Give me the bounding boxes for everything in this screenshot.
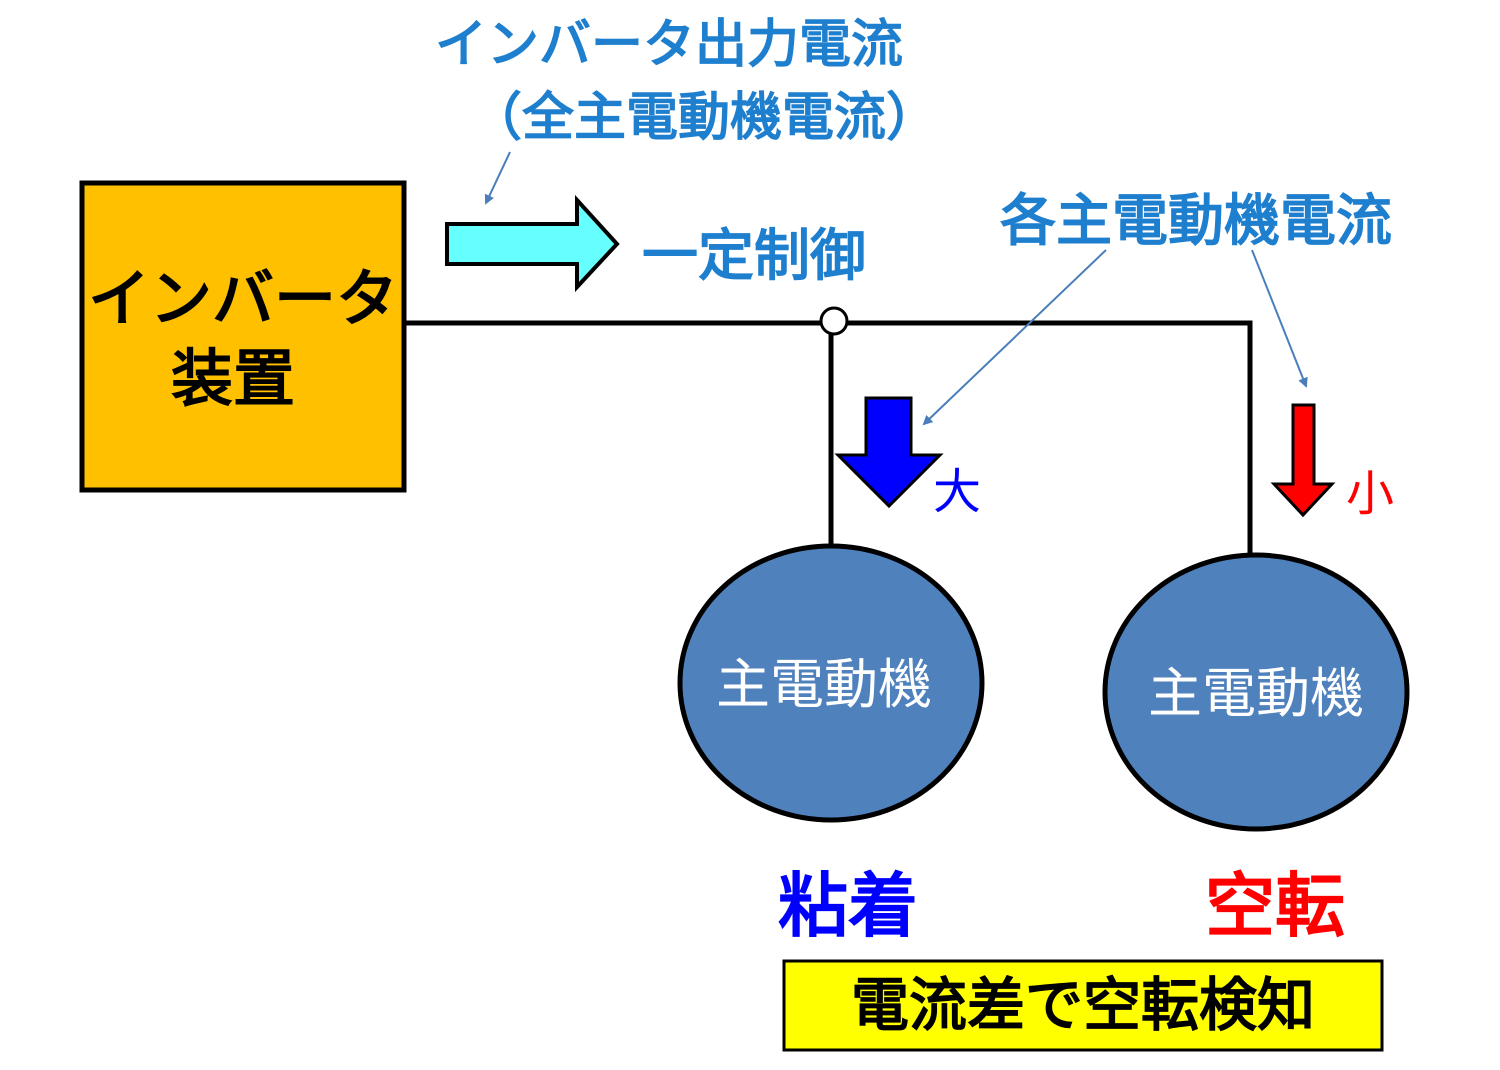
inverter-label-line1: インバータ (88, 262, 398, 335)
motor-right-label: 主電動機 (1148, 662, 1364, 725)
output-flow-arrow (445, 194, 620, 293)
slip-label: 空転 (1205, 865, 1345, 947)
inverter-box (79, 180, 407, 493)
inverter-label-line2: 装置 (171, 342, 295, 415)
each-current-pointer-right (1251, 249, 1308, 388)
each-motor-current-label: 各主電動機電流 (1000, 189, 1392, 254)
junction-node (819, 306, 849, 336)
motor-left (677, 543, 985, 823)
slip-detection-box (782, 959, 1384, 1052)
each-current-pointer-left (922, 249, 1107, 426)
slip-detection-label: 電流差で空転検知 (851, 971, 1315, 1039)
motor-right (1102, 552, 1410, 832)
constant-control-label: 一定制御 (642, 224, 866, 289)
adhesion-label: 粘着 (778, 865, 918, 947)
output-current-label: インバータ出力電流 (435, 15, 903, 75)
main-bus-wire (404, 320, 1253, 555)
small-current-label: 小 (1346, 466, 1394, 522)
motor-left-label: 主電動機 (716, 653, 932, 716)
output-label-pointer (484, 151, 511, 205)
output-current-sublabel: （全主電動機電流） (470, 88, 938, 148)
large-current-label: 大 (933, 464, 981, 520)
small-current-arrow (1270, 403, 1336, 518)
large-current-arrow (834, 396, 944, 509)
